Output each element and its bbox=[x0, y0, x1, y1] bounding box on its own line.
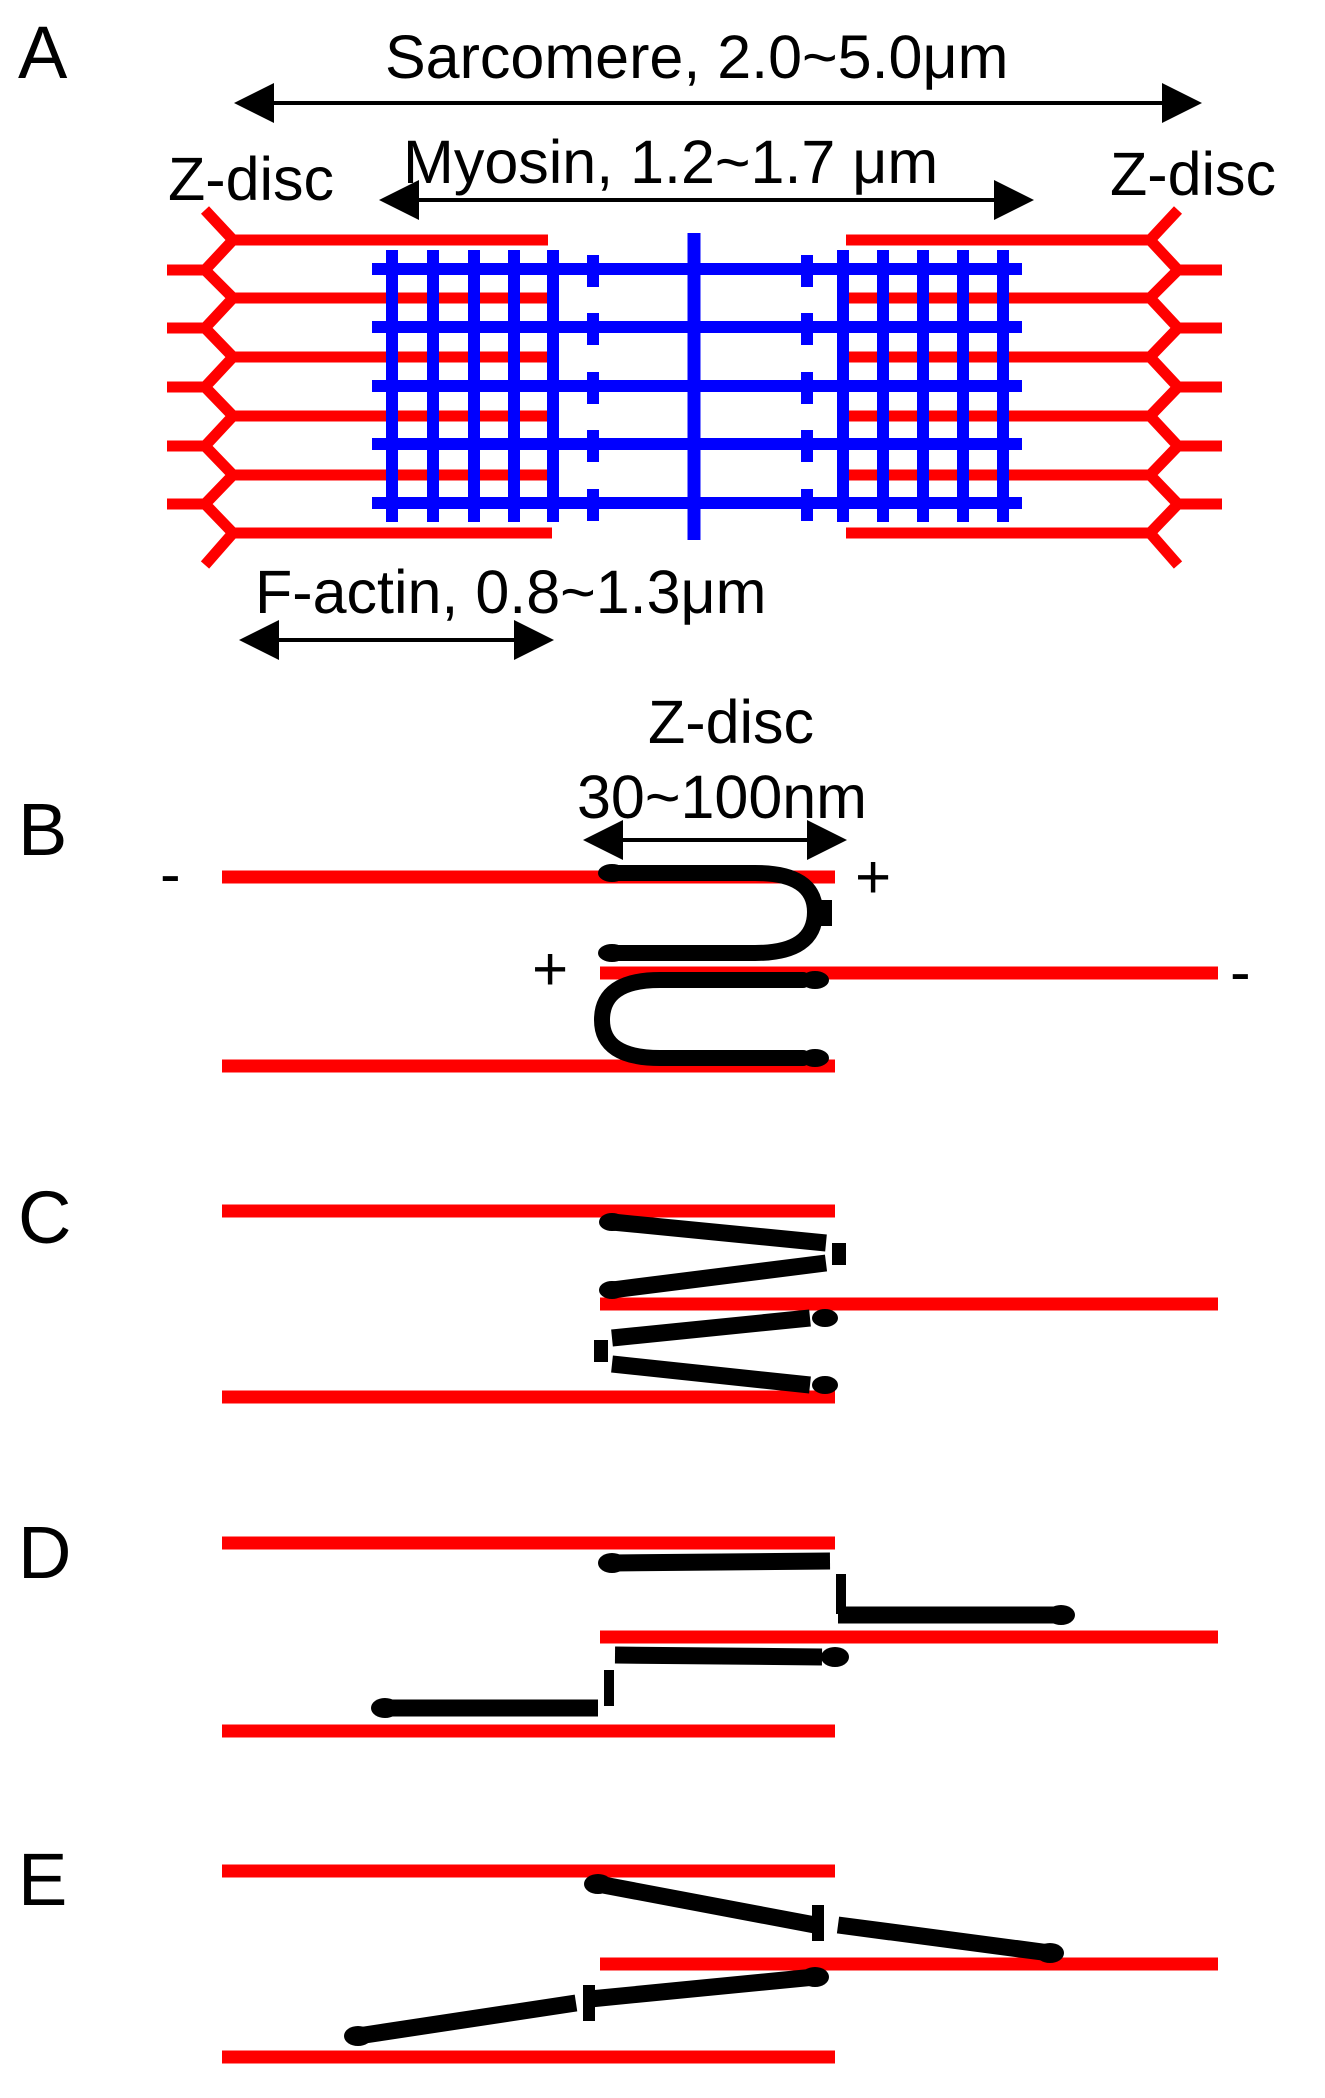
myosin-thick-filaments bbox=[372, 263, 1022, 509]
hairpin-heads-b bbox=[596, 864, 832, 1067]
zdisc-right-label: Z-disc bbox=[1110, 140, 1276, 208]
zdisc-width-label: 30~100nm bbox=[577, 763, 867, 831]
plus-sign-left: + bbox=[532, 935, 568, 1004]
actin-filaments-e bbox=[222, 1864, 1218, 2064]
panel-e-label: E bbox=[18, 1838, 67, 1921]
actin-label: F-actin, 0.8~1.3μm bbox=[255, 558, 767, 626]
zdisc-right-stubs bbox=[1178, 264, 1222, 510]
zdisc-b-label: Z-disc bbox=[648, 688, 814, 756]
alpha-actinin-rods-d bbox=[385, 1552, 1060, 1717]
minus-sign-right: - bbox=[1230, 938, 1251, 1007]
sarcomere-label: Sarcomere, 2.0~5.0μm bbox=[385, 23, 1008, 91]
panel-a: A Sarcomere, 2.0~5.0μm Z-disc Z-disc Myo… bbox=[18, 11, 1276, 660]
panel-d-label: D bbox=[18, 1511, 71, 1594]
panel-c-label: C bbox=[18, 1176, 71, 1259]
panel-b: B Z-disc 30~100nm - + + - bbox=[18, 688, 1251, 1073]
alpha-actinin-hairpins bbox=[593, 865, 824, 1066]
myosin-label: Myosin, 1.2~1.7 μm bbox=[403, 128, 938, 196]
myosin-heads-right bbox=[801, 250, 1009, 522]
hinge-links-e bbox=[583, 1905, 824, 2021]
hinge-links-d bbox=[604, 1574, 846, 1706]
minus-sign-left: - bbox=[160, 840, 181, 909]
panel-a-label: A bbox=[18, 11, 68, 94]
rod-heads-e bbox=[344, 1874, 1064, 2046]
zdisc-left-stubs bbox=[167, 264, 205, 510]
zdisc-right-structure bbox=[1142, 206, 1186, 569]
alpha-actinin-zigzag-c bbox=[610, 1213, 828, 1394]
panel-b-label: B bbox=[18, 788, 67, 871]
panel-d: D bbox=[18, 1511, 1218, 1738]
zdisc-left-structure bbox=[197, 206, 241, 569]
hairpin-heads-c bbox=[594, 1213, 846, 1394]
actin-filaments-d bbox=[222, 1536, 1218, 1738]
rod-heads-d bbox=[371, 1553, 1075, 1718]
zdisc-left-label: Z-disc bbox=[168, 145, 334, 213]
plus-sign-right: + bbox=[855, 843, 891, 912]
actin-filaments-c bbox=[222, 1204, 1218, 1404]
actin-filaments-b bbox=[222, 870, 1218, 1073]
panel-e: E bbox=[18, 1838, 1218, 2064]
alpha-actinin-rods-e bbox=[356, 1875, 1052, 2045]
myosin-heads-left bbox=[386, 250, 599, 522]
panel-c: C bbox=[18, 1176, 1218, 1404]
